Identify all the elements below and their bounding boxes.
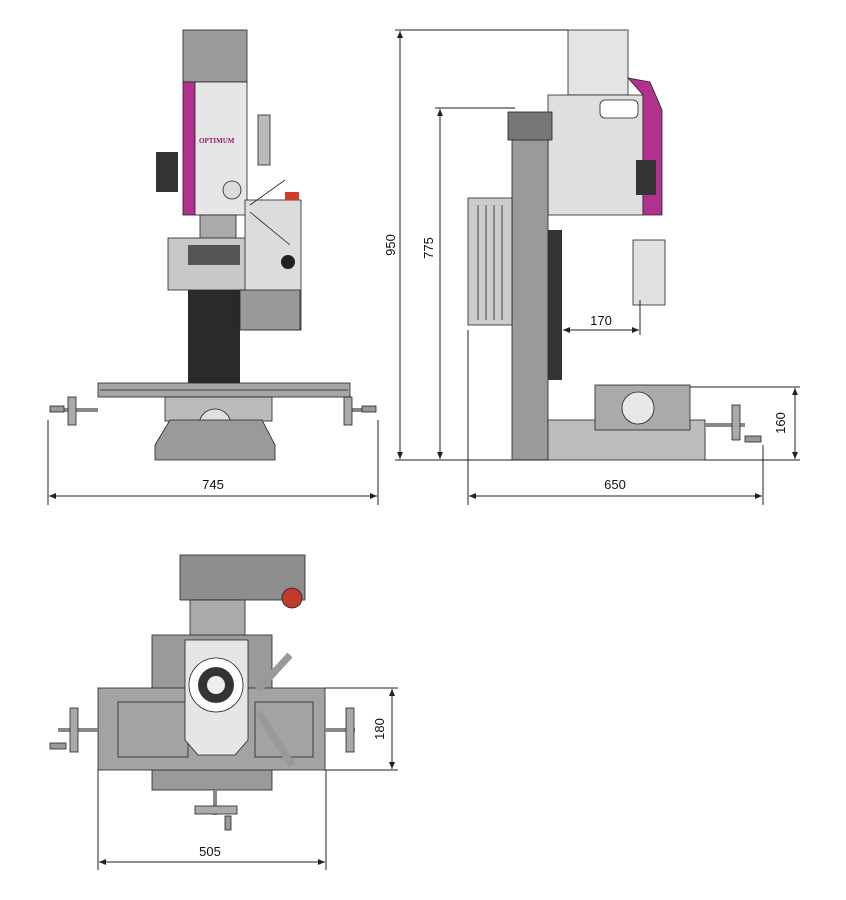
head-badge xyxy=(599,99,639,119)
guard-window xyxy=(188,245,240,265)
head-top-cover xyxy=(182,29,248,83)
dimension-label: 505 xyxy=(199,844,221,859)
base xyxy=(154,419,276,461)
spindle-guard xyxy=(632,239,666,306)
depth-stop xyxy=(156,152,178,192)
side-view: 950 775 170 160 650 xyxy=(383,29,800,505)
motor-fins xyxy=(477,205,503,320)
feed-lever xyxy=(249,179,286,206)
column xyxy=(511,124,549,461)
dimension-label: 950 xyxy=(383,234,398,256)
column-side xyxy=(239,289,301,331)
brand-logo: OPTIMUM xyxy=(199,137,235,145)
spindle-center xyxy=(207,676,225,694)
feed-lever xyxy=(249,211,291,246)
emergency-stop-top xyxy=(281,587,303,609)
dim-180: 180 xyxy=(325,687,398,771)
dimension-label: 180 xyxy=(372,718,387,740)
depth-stop xyxy=(636,160,656,195)
column-top-pulley xyxy=(507,111,553,141)
right-handwheel xyxy=(343,396,377,426)
emergency-stop xyxy=(285,192,299,200)
table-handwheel xyxy=(621,391,655,425)
feed-lever xyxy=(255,652,293,693)
dim-505: 505 xyxy=(97,770,327,870)
dim-775: 775 xyxy=(421,107,515,459)
speed-dial xyxy=(281,255,295,269)
dim-160: 160 xyxy=(690,386,800,461)
rack xyxy=(548,230,562,380)
dimension-label: 170 xyxy=(590,313,612,328)
front-handwheel-top xyxy=(194,790,238,831)
column xyxy=(188,290,240,385)
motor xyxy=(467,197,513,326)
top-view: 180 505 xyxy=(49,554,398,870)
head-body xyxy=(567,29,629,96)
column-top xyxy=(189,599,246,641)
dimension-label: 160 xyxy=(773,412,788,434)
feed-handwheel xyxy=(257,114,271,166)
feed-lever xyxy=(255,710,295,767)
y-handwheel xyxy=(705,404,762,443)
dim-650: 650 xyxy=(467,330,764,505)
fine-feed-knob xyxy=(222,180,242,200)
dimension-label: 650 xyxy=(604,477,626,492)
head-magenta-strip xyxy=(182,81,196,216)
right-handwheel-top xyxy=(325,707,355,753)
dimension-label: 775 xyxy=(421,237,436,259)
dim-745: 745 xyxy=(47,420,379,505)
spindle-housing xyxy=(199,214,237,241)
dim-170: 170 xyxy=(563,300,641,335)
front-view: OPTIMUM 745 xyxy=(47,29,379,505)
left-handwheel xyxy=(49,396,98,426)
dim-950: 950 xyxy=(383,29,568,461)
dimension-label: 745 xyxy=(202,477,224,492)
left-handwheel-top xyxy=(49,707,98,753)
